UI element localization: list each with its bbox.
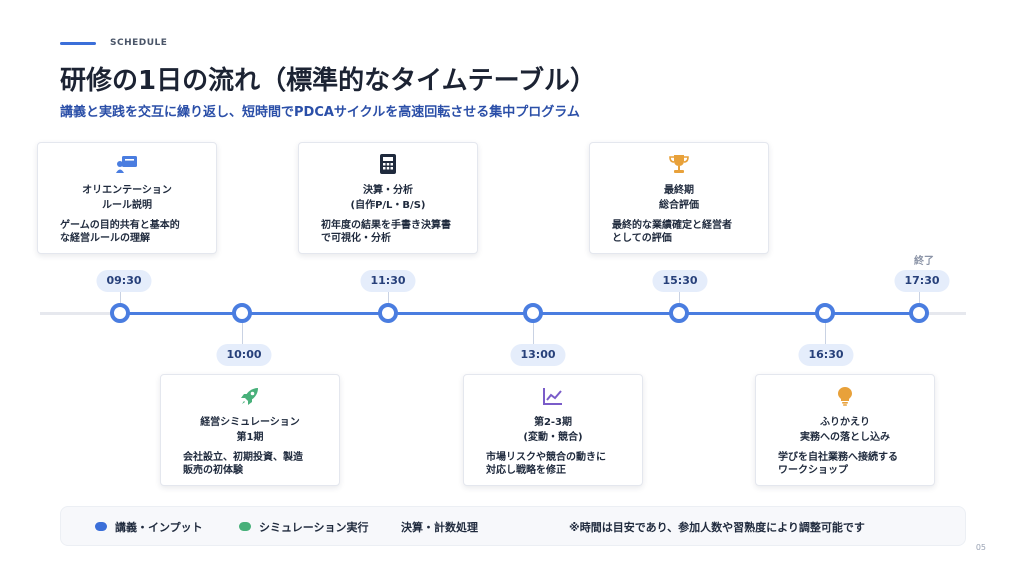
lightbulb-icon: [768, 385, 922, 407]
page-subtitle: 講義と実践を交互に繰り返し、短時間でPDCAサイクルを高速回転させる集中プログラ…: [60, 105, 580, 120]
connector-1530: [679, 292, 680, 306]
connector-1730: [919, 292, 920, 306]
presentation-icon: [50, 153, 204, 175]
card-description-line: 学びを自社業務へ接続する: [778, 452, 898, 463]
card-subtitle: ルール説明: [102, 200, 152, 211]
page-title: 研修の1日の流れ（標準的なタイムテーブル）: [60, 66, 597, 96]
time-badge-1730: 17:30: [894, 270, 950, 292]
time-badge-1630: 16:30: [798, 344, 854, 366]
timeline-node-1530: [669, 303, 689, 323]
card-description-line: 対応し戦略を修正: [486, 465, 566, 476]
card-description-line: 会社設立、初期投資、製造: [183, 452, 303, 463]
connector-1300: [533, 322, 534, 344]
card-description-line: 初年度の結果を手書き決算書: [321, 220, 451, 231]
card-subtitle: 第1期: [236, 432, 264, 443]
card-title: 決算・分析: [363, 185, 413, 196]
card-description-line: ワークショップ: [778, 465, 848, 476]
card-description-line: 市場リスクや競合の動きに: [486, 452, 606, 463]
card-title: 第2-3期: [533, 417, 573, 428]
legend-item-accounting: 決算・計数処理: [401, 521, 478, 534]
calculator-icon: [311, 153, 465, 175]
time-badge-0930: 09:30: [96, 270, 152, 292]
legend-item-lecture: 講義・インプット: [115, 521, 203, 534]
card-title: オリエンテーション: [82, 185, 172, 196]
card-title: 経営シミュレーション: [200, 417, 300, 428]
card-subtitle: (自作P/L・B/S): [350, 200, 426, 211]
page-number: 05: [975, 543, 986, 552]
trophy-icon: [602, 153, 756, 175]
card-title: ふりかえり: [820, 417, 870, 428]
connector-0930: [120, 292, 121, 306]
legend-bar: 講義・インプット シミュレーション実行 決算・計数処理 ※時間は目安であり、参加…: [60, 506, 966, 546]
connector-1630: [825, 322, 826, 344]
timeline-node-0930: [110, 303, 130, 323]
chart-line-icon: [476, 385, 630, 407]
time-badge-1300: 13:00: [510, 344, 566, 366]
schedule-card-accounting: 決算・分析 (自作P/L・B/S) 初年度の結果を手書き決算書 で可視化・分析: [298, 142, 478, 254]
timeline-node-1000: [232, 303, 252, 323]
card-description-line: な経営ルールの理解: [60, 233, 150, 244]
card-description-line: としての評価: [612, 233, 672, 244]
timeline-node-1730: [909, 303, 929, 323]
legend-note: ※時間は目安であり、参加人数や習熟度により調整可能です: [569, 521, 865, 534]
schedule-card-final: 最終期 総合評価 最終的な業績確定と経営者 としての評価: [589, 142, 769, 254]
card-title: 最終期: [664, 185, 694, 196]
time-badge-1530: 15:30: [652, 270, 708, 292]
section-kicker: SCHEDULE: [110, 38, 168, 48]
card-subtitle: (変動・競合): [523, 432, 583, 443]
card-subtitle: 総合評価: [659, 200, 699, 211]
time-badge-1000: 10:00: [216, 344, 272, 366]
connector-1130: [388, 292, 389, 306]
connector-1000: [242, 322, 243, 344]
end-label: 終了: [914, 256, 934, 267]
card-description-line: 販売の初体験: [183, 465, 243, 476]
legend-dot-simulation: [239, 522, 251, 531]
timeline-node-1130: [378, 303, 398, 323]
kicker-accent-line: [60, 42, 96, 45]
legend-dot-lecture: [95, 522, 107, 531]
schedule-card-orientation: オリエンテーション ルール説明 ゲームの目的共有と基本的 な経営ルールの理解: [37, 142, 217, 254]
timeline-node-1630: [815, 303, 835, 323]
schedule-card-simulation-1: 経営シミュレーション 第1期 会社設立、初期投資、製造 販売の初体験: [160, 374, 340, 486]
card-subtitle: 実務への落とし込み: [800, 432, 890, 443]
schedule-card-simulation-2-3: 第2-3期 (変動・競合) 市場リスクや競合の動きに 対応し戦略を修正: [463, 374, 643, 486]
rocket-icon: [173, 385, 327, 407]
card-description-line: ゲームの目的共有と基本的: [60, 220, 180, 231]
schedule-card-reflection: ふりかえり 実務への落とし込み 学びを自社業務へ接続する ワークショップ: [755, 374, 935, 486]
card-description-line: 最終的な業績確定と経営者: [612, 220, 732, 231]
card-description-line: で可視化・分析: [321, 233, 391, 244]
timeline-node-1300: [523, 303, 543, 323]
legend-item-simulation: シミュレーション実行: [259, 521, 369, 534]
timeline-axis-active: [120, 312, 920, 315]
time-badge-1130: 11:30: [360, 270, 416, 292]
